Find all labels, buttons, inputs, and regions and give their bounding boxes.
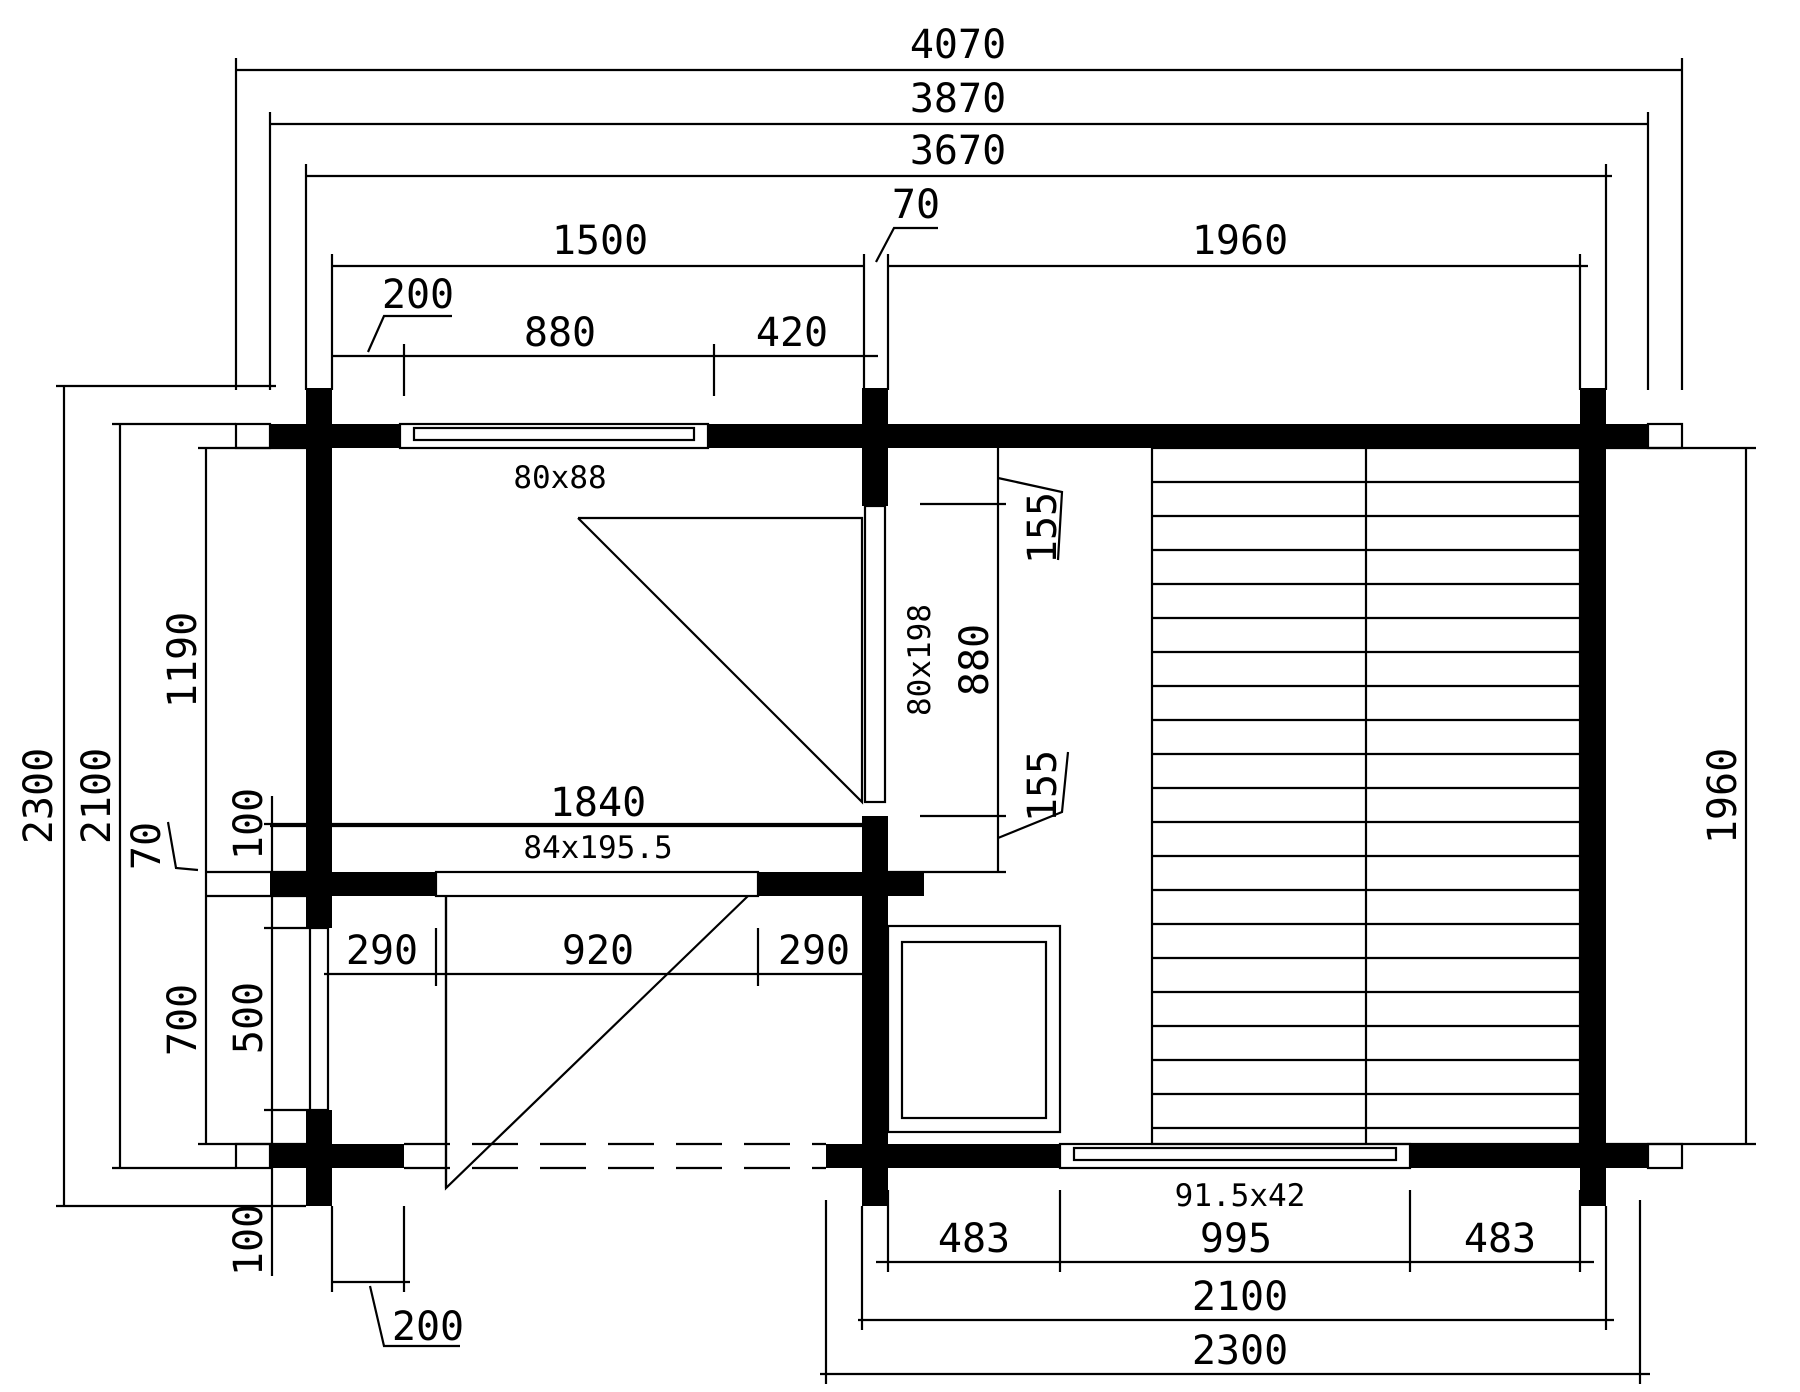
dim-3870: 3870 bbox=[910, 76, 1006, 122]
top-window bbox=[398, 422, 710, 450]
dim-1190: 1190 bbox=[160, 612, 206, 708]
furnishings bbox=[332, 446, 1582, 1146]
top-wall-mid bbox=[708, 424, 1648, 448]
dim-290-left: 290 bbox=[346, 928, 418, 974]
bottom-wall-end-right bbox=[1646, 1142, 1684, 1170]
dim-100-bottom-left: 100 bbox=[226, 1204, 272, 1276]
dim-70-left: 70 bbox=[124, 822, 170, 870]
dim-290-right: 290 bbox=[778, 928, 850, 974]
dim-1840: 1840 bbox=[550, 780, 646, 826]
dim-995: 995 bbox=[1200, 1216, 1272, 1262]
walls bbox=[234, 388, 1684, 1206]
dim-483-left: 483 bbox=[938, 1216, 1010, 1262]
left-wall-porch-opening bbox=[308, 926, 330, 1112]
dim-420-top: 420 bbox=[756, 310, 828, 356]
post-top-left bbox=[306, 388, 332, 448]
dim-155-bottom: 155 bbox=[1020, 750, 1066, 822]
label-top-window: 80x88 bbox=[513, 460, 606, 496]
top-window-sash bbox=[412, 426, 696, 442]
dim-700: 700 bbox=[160, 984, 206, 1056]
bottom-wall-mid bbox=[826, 1144, 1060, 1168]
post-bottom-right bbox=[1580, 1144, 1606, 1206]
bottom-wall-end-left bbox=[234, 1142, 272, 1170]
dim-500: 500 bbox=[226, 982, 272, 1054]
bottom-window-sash bbox=[1072, 1146, 1398, 1162]
dim-920: 920 bbox=[562, 928, 634, 974]
dim-200-top: 200 bbox=[382, 272, 454, 318]
porch-partition-left bbox=[270, 872, 436, 896]
dim-1500: 1500 bbox=[552, 218, 648, 264]
dim-2300-left: 2300 bbox=[16, 748, 62, 844]
porch-partition-right bbox=[758, 872, 924, 896]
bench bbox=[1150, 446, 1582, 1146]
stove-outer bbox=[886, 924, 1062, 1134]
post-top-mid bbox=[862, 388, 888, 506]
label-inner-door: 80x198 bbox=[902, 604, 938, 716]
right-wall bbox=[1580, 448, 1606, 1206]
post-bottom-left bbox=[306, 1144, 332, 1206]
top-wall-end-right bbox=[1646, 422, 1684, 450]
dim-100-top-left: 100 bbox=[226, 788, 272, 860]
dim-2100-left: 2100 bbox=[74, 748, 120, 844]
dim-200-bottom: 200 bbox=[392, 1304, 464, 1350]
label-bottom-window: 91.5x42 bbox=[1175, 1178, 1306, 1214]
dim-483-right: 483 bbox=[1464, 1216, 1536, 1262]
post-bottom-mid bbox=[862, 1144, 888, 1206]
inner-door-swing bbox=[577, 516, 864, 805]
dim-3670: 3670 bbox=[910, 128, 1006, 174]
dim-1960-top: 1960 bbox=[1192, 218, 1288, 264]
dim-155-top: 155 bbox=[1020, 492, 1066, 564]
dimension-lines bbox=[56, 58, 1756, 1384]
top-wall-left bbox=[270, 424, 400, 448]
left-wall-porch-upper bbox=[306, 892, 332, 928]
opening-labels: 80x88 80x198 84x195.5 91.5x42 bbox=[513, 460, 1305, 1214]
dim-4070: 4070 bbox=[910, 22, 1006, 68]
bench-slats bbox=[1152, 480, 1580, 1130]
stove-inner bbox=[900, 940, 1048, 1120]
dimension-labels: 4070 3870 3670 1500 70 1960 200 880 420 … bbox=[16, 22, 1746, 1374]
post-top-right bbox=[1580, 388, 1606, 448]
dim-880-door: 880 bbox=[952, 624, 998, 696]
left-wall bbox=[306, 448, 332, 892]
dim-1960-right: 1960 bbox=[1700, 748, 1746, 844]
dim-2300-bottom: 2300 bbox=[1192, 1328, 1288, 1374]
top-wall-end-left bbox=[234, 422, 272, 450]
mid-door-frame bbox=[863, 504, 887, 804]
dim-2100-bottom: 2100 bbox=[1192, 1274, 1288, 1320]
bottom-wall-right bbox=[1410, 1144, 1648, 1168]
dim-880-top: 880 bbox=[524, 310, 596, 356]
label-porch-door: 84x195.5 bbox=[523, 830, 672, 866]
porch-door-frame bbox=[434, 870, 760, 898]
dim-70-top: 70 bbox=[892, 182, 940, 228]
bottom-wall-left bbox=[270, 1144, 404, 1168]
